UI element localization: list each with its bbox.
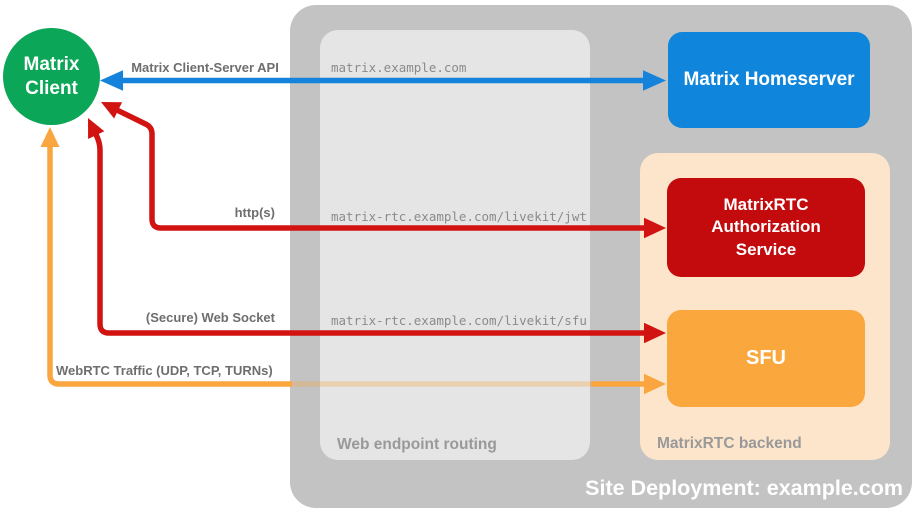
webrtc-traffic-arrow-label: WebRTC Traffic (UDP, TCP, TURNs) <box>56 363 273 378</box>
livekit-sfu-route-url: matrix-rtc.example.com/livekit/sfu <box>331 313 587 328</box>
homeserver-route-url: matrix.example.com <box>331 60 467 75</box>
matrixrtc-authorization-service-node: MatrixRTC Authorization Service <box>667 178 865 277</box>
matrix-client-node: Matrix Client <box>3 28 100 125</box>
http-arrow-label: http(s) <box>234 205 275 220</box>
livekit-jwt-route-url: matrix-rtc.example.com/livekit/jwt <box>331 209 587 224</box>
matrixrtc-backend-label: MatrixRTC backend <box>657 435 802 452</box>
matrix-client-label: Matrix Client <box>23 53 80 99</box>
web-socket-arrow-label: (Secure) Web Socket <box>145 310 275 325</box>
matrix-homeserver-node: Matrix Homeserver <box>668 32 870 128</box>
matrix-homeserver-label: Matrix Homeserver <box>683 69 855 90</box>
sfu-node: SFU <box>667 310 865 407</box>
client-server-api-arrow-label: Matrix Client-Server API <box>131 60 279 75</box>
web-endpoint-routing-container <box>320 30 590 460</box>
web-endpoint-routing-label: Web endpoint routing <box>337 436 497 453</box>
matrixrtc-authorization-service-label: MatrixRTC Authorization Service <box>711 195 821 259</box>
site-deployment-title: Site Deployment: example.com <box>585 476 903 500</box>
sfu-label: SFU <box>746 347 786 369</box>
